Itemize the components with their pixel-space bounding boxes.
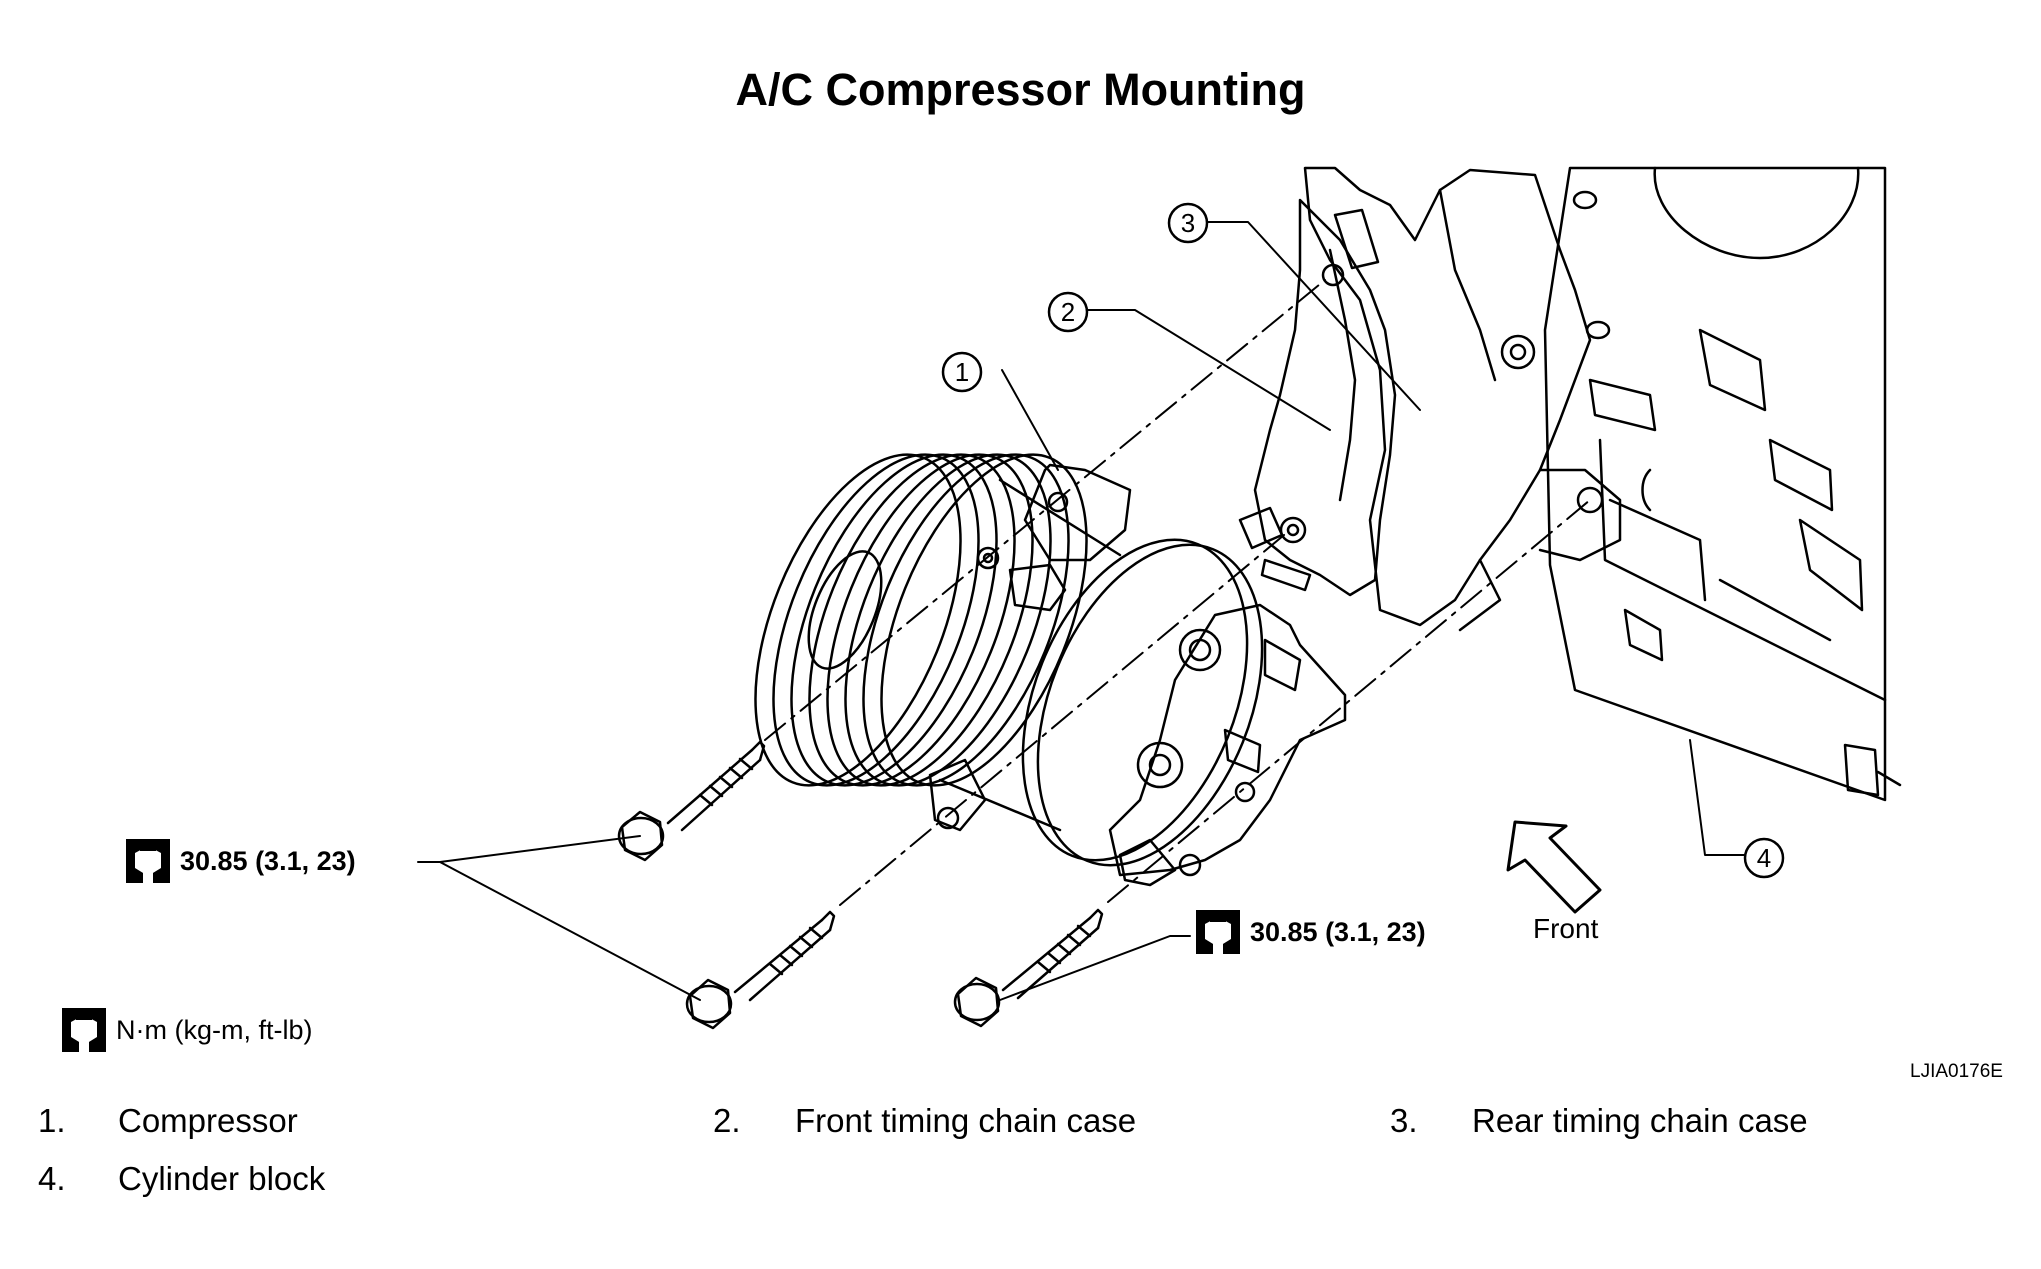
legend-label: Compressor [118, 1102, 298, 1139]
page-title: A/C Compressor Mounting [735, 64, 1306, 115]
torque-wrench-icon [1196, 910, 1240, 954]
legend-label: Front timing chain case [795, 1102, 1137, 1139]
torque-unit-note: N·m (kg-m, ft-lb) [62, 1008, 312, 1052]
torque-value-left: 30.85 (3.1, 23) [180, 845, 356, 876]
torque-spec-left: 30.85 (3.1, 23) [126, 839, 356, 883]
legend-item-1: 1. Compressor [38, 1102, 298, 1140]
rear-timing-chain-case [1303, 166, 1622, 632]
torque-value-right: 30.85 (3.1, 23) [1250, 916, 1426, 947]
cylinder-block [1543, 166, 1902, 802]
legend-item-4: 4. Cylinder block [38, 1160, 325, 1198]
legend-item-3: 3. Rear timing chain case [1390, 1102, 1808, 1140]
torque-wrench-icon [62, 1008, 106, 1052]
callout-circles [941, 202, 1785, 879]
legend-num: 1. [38, 1102, 66, 1139]
legend-item-2: 2. Front timing chain case [713, 1102, 1136, 1140]
bolt-lower-left [685, 910, 836, 1030]
unit-note-text: N·m (kg-m, ft-lb) [116, 1014, 313, 1045]
legend-label: Cylinder block [118, 1160, 326, 1197]
front-timing-chain-case [1238, 198, 1397, 597]
legend-num: 3. [1390, 1102, 1418, 1139]
bolt-upper-left [617, 740, 766, 862]
callout-3: 3 [1181, 208, 1195, 238]
front-label: Front [1533, 913, 1599, 944]
compressor [754, 453, 1347, 887]
callout-1: 1 [955, 357, 969, 387]
callout-4: 4 [1757, 843, 1771, 873]
front-arrow-icon [1506, 820, 1602, 914]
torque-wrench-icon [126, 839, 170, 883]
bolt-right [953, 908, 1104, 1028]
callout-leaders [417, 221, 1746, 1001]
alignment-lines [764, 279, 1591, 906]
figure-id: LJIA0176E [1910, 1061, 2003, 1082]
legend-num: 2. [713, 1102, 741, 1139]
callout-2: 2 [1061, 297, 1075, 327]
legend-num: 4. [38, 1160, 66, 1197]
legend-label: Rear timing chain case [1472, 1102, 1808, 1139]
torque-spec-right: 30.85 (3.1, 23) [1196, 910, 1426, 954]
